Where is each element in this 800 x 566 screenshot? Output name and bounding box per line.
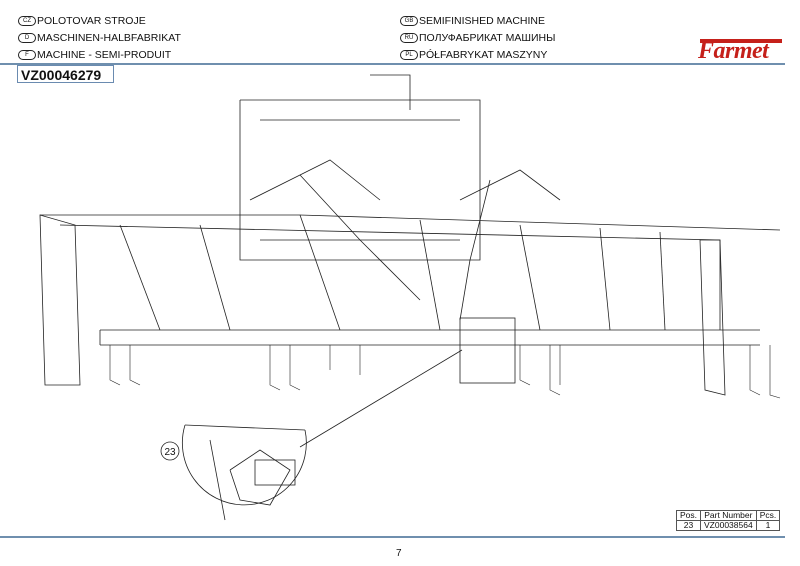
- callout-circle: [160, 441, 180, 461]
- lang-badge-cz: CZ: [18, 16, 36, 26]
- header-divider: [0, 63, 785, 65]
- header-pcs: Pcs.: [755, 510, 781, 521]
- lang-badge-f: F: [18, 50, 36, 60]
- cell-pcs: 1: [755, 520, 781, 531]
- title-text: SEMIFINISHED MACHINE: [419, 15, 546, 27]
- lang-badge-pl: PL: [400, 50, 418, 60]
- title-text: ПОЛУФАБРИКАТ МАШИНЫ: [419, 32, 556, 44]
- farmet-logo: Farmet: [698, 38, 782, 65]
- detail-leader-line: [299, 349, 463, 448]
- detail-view: [181, 424, 307, 521]
- detail-region-box: [459, 317, 516, 384]
- header-pos: Pos.: [675, 510, 702, 521]
- parts-table-header: Pos. Part Number Pcs.: [675, 510, 781, 521]
- header-part-number: Part Number: [700, 510, 757, 521]
- page-number: 7: [396, 548, 402, 559]
- machine-frame: [39, 74, 781, 448]
- cell-pos: 23: [675, 520, 702, 531]
- cell-part-number: VZ00038564: [700, 520, 757, 531]
- title-text: MACHINE - SEMI-PRODUIT: [37, 49, 172, 61]
- machine-code: VZ00046279: [17, 65, 114, 83]
- callout-label: 23: [164, 447, 176, 458]
- title-text: MASCHINEN-HALBFABRIKAT: [37, 32, 181, 44]
- parts-table: Pos. Part Number Pcs. 23 VZ00038564 1: [675, 510, 781, 531]
- title-text: PÓŁFABRYKAT MASZYNY: [419, 49, 548, 61]
- lang-badge-gb: GB: [400, 16, 418, 26]
- lang-badge-ru: RU: [400, 33, 418, 43]
- table-row: 23 VZ00038564 1: [675, 520, 781, 531]
- lang-badge-d: D: [18, 33, 36, 43]
- footer-divider: [0, 536, 785, 538]
- title-text: POLOTOVAR STROJE: [37, 15, 146, 27]
